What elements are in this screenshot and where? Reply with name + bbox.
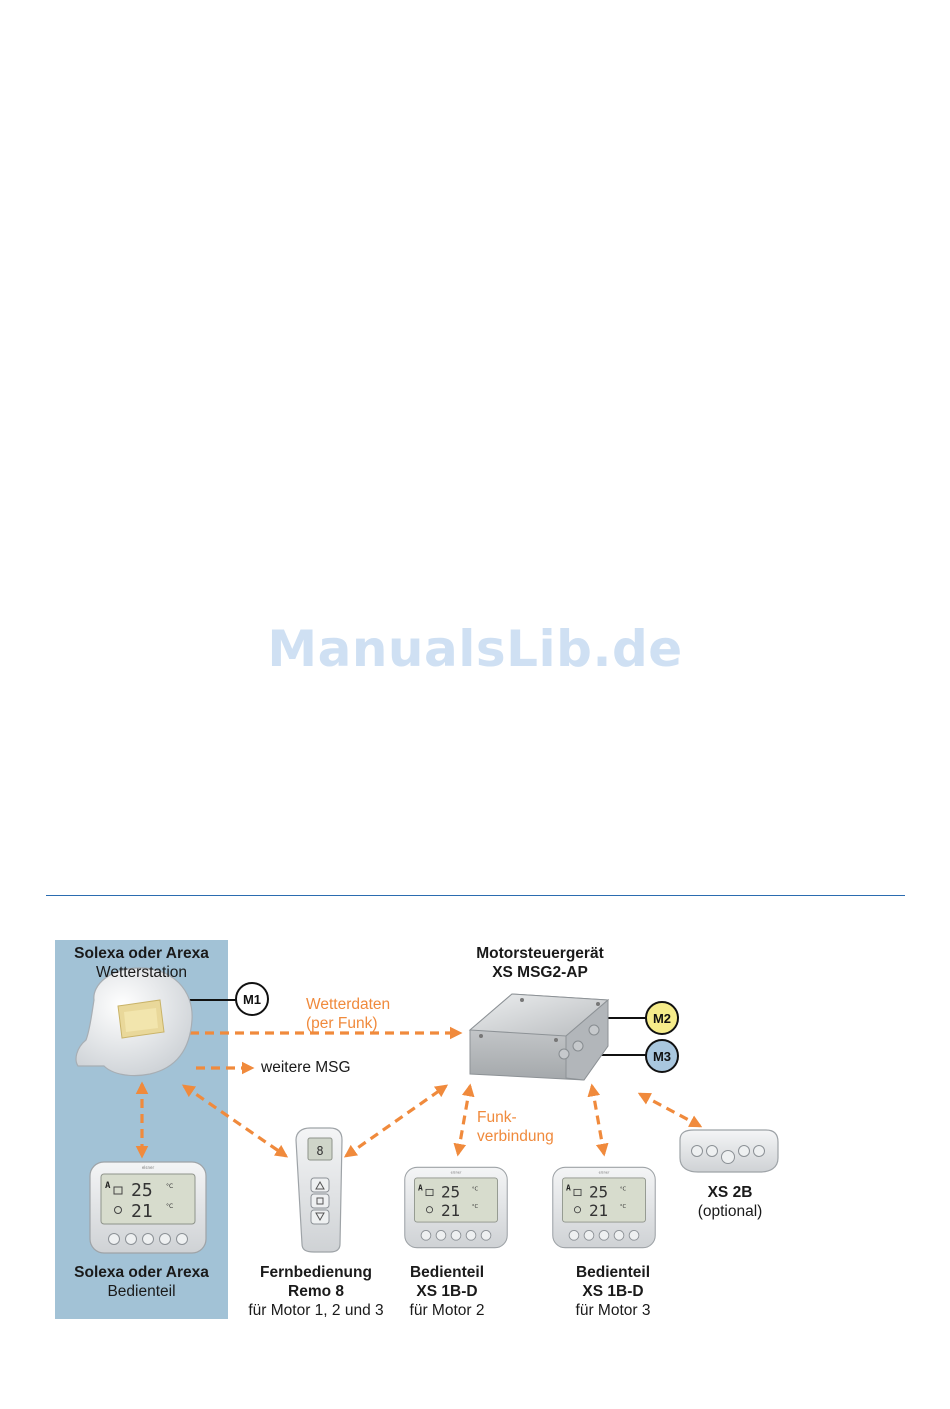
control-panel-icon-left: [89, 1161, 207, 1254]
xs1b-motor3-scope: für Motor 3: [575, 1302, 651, 1319]
remo-model: Remo 8: [288, 1283, 344, 1300]
station-label: Solexa oder Arexa Wetterstation: [55, 944, 228, 982]
remo-scope: für Motor 1, 2 und 3: [248, 1302, 384, 1319]
xs1b-motor3-label: Bedienteil XS 1B-D für Motor 3: [558, 1263, 668, 1320]
wetterdaten-line1: Wetterdaten: [306, 996, 391, 1013]
motor-m2-circle: [645, 1001, 679, 1035]
svg-text:8: 8: [316, 1144, 323, 1158]
motor-m3-label: M3: [653, 1049, 671, 1064]
funk-label: Funk- verbindung: [477, 1108, 554, 1146]
link-box-xs1b-b: [587, 1083, 609, 1157]
control-panel-icon-motor3: [552, 1166, 656, 1249]
weitere-msg-text: weitere MSG: [261, 1059, 351, 1076]
link-remote-box: [343, 1084, 449, 1158]
xs1b-motor2-label: Bedienteil XS 1B-D für Motor 2: [392, 1263, 502, 1320]
wall-switch-icon: [679, 1129, 779, 1173]
xs1b-motor3-model: XS 1B-D: [582, 1283, 644, 1300]
motor-m3-circle: [645, 1039, 679, 1073]
xs1b-motor2-scope: für Motor 2: [409, 1302, 485, 1319]
divider-rule: [46, 895, 905, 896]
xs2b-label: XS 2B (optional): [670, 1183, 790, 1221]
msg-title-line1: Motorsteuergerät: [476, 945, 604, 962]
link-box-xs1b-a: [453, 1083, 475, 1157]
remote-control-icon: 8: [295, 1127, 343, 1253]
xs2b-note: (optional): [697, 1203, 763, 1220]
xs1b-motor3-title: Bedienteil: [575, 1264, 651, 1281]
msg-title-line2: XS MSG2-AP: [492, 964, 588, 981]
link-station-remote: [181, 1084, 289, 1158]
wetterdaten-label: Wetterdaten (per Funk): [306, 995, 390, 1033]
bedienteil-left-subtitle: Bedienteil: [107, 1283, 176, 1300]
remo-label: Fernbedienung Remo 8 für Motor 1, 2 und …: [226, 1263, 406, 1320]
junction-box-icon: [468, 993, 610, 1081]
remo-title: Fernbedienung: [260, 1264, 372, 1281]
weather-station-icon: [75, 967, 193, 1077]
xs2b-title: XS 2B: [707, 1184, 753, 1201]
motor-m1-label: M1: [243, 992, 261, 1007]
weitere-msg-label: weitere MSG: [261, 1058, 351, 1077]
msg-label: Motorsteuergerät XS MSG2-AP: [430, 944, 650, 982]
bedienteil-left-title: Solexa oder Arexa: [74, 1264, 209, 1281]
motor-m1-circle: [235, 982, 269, 1016]
station-subtitle: Wetterstation: [95, 964, 188, 981]
control-panel-icon-motor2: [404, 1166, 508, 1249]
funk-line2: verbindung: [477, 1128, 554, 1145]
station-title: Solexa oder Arexa: [74, 945, 209, 962]
xs1b-motor2-model: XS 1B-D: [416, 1283, 478, 1300]
xs1b-motor2-title: Bedienteil: [409, 1264, 485, 1281]
motor-m2-label: M2: [653, 1011, 671, 1026]
watermark: ManualsLib.de: [267, 620, 683, 678]
funk-line1: Funk-: [477, 1109, 517, 1126]
link-box-xs2b: [637, 1092, 703, 1128]
bedienteil-left-label: Solexa oder Arexa Bedienteil: [55, 1263, 228, 1301]
wetterdaten-line2: (per Funk): [306, 1015, 378, 1032]
